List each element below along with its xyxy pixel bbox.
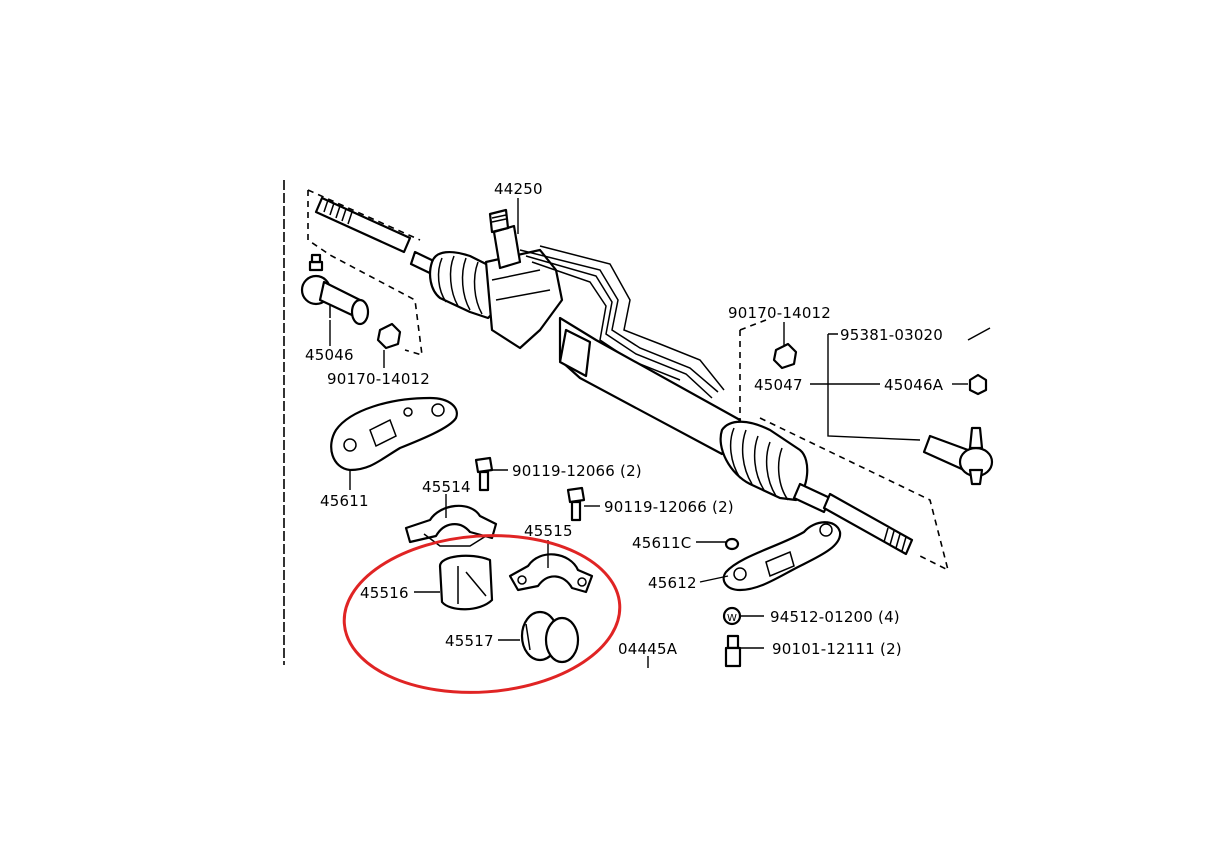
right-small-nut-part	[968, 373, 988, 396]
label-44250: 44250	[494, 180, 543, 198]
upper-bolt-a-part	[474, 456, 494, 492]
label-04445A: 04445A	[618, 640, 678, 658]
steering-rack-body	[409, 208, 914, 556]
label-45046A: 45046A	[884, 376, 944, 394]
left-nut-part	[376, 322, 402, 350]
right-leader-bracket	[827, 333, 921, 441]
left-tie-rod-dashed-box	[307, 190, 423, 357]
label-95381-03020: 95381-03020	[840, 326, 943, 344]
label-45046: 45046	[305, 346, 354, 364]
label-45611C: 45611C	[632, 534, 691, 552]
right-nut-part	[772, 342, 798, 370]
leader-lines	[329, 198, 968, 668]
lower-clamp-part	[508, 553, 594, 594]
right-tie-rod-end-part	[922, 426, 994, 486]
label-90119-12066-b: 90119-12066 (2)	[604, 498, 734, 516]
label-90119-12066-a: 90119-12066 (2)	[512, 462, 642, 480]
left-tie-rod-end-part	[300, 253, 370, 326]
highlight-ellipse	[342, 534, 622, 694]
lower-bolt-part	[724, 634, 742, 668]
left-bracket-part	[330, 396, 458, 472]
washer-part: W	[722, 606, 742, 626]
label-45515: 45515	[524, 522, 573, 540]
right-tie-rod-dashed-box	[739, 330, 950, 572]
label-45517: 45517	[445, 632, 494, 650]
label-45611: 45611	[320, 492, 369, 510]
upper-clamp-part	[404, 504, 498, 547]
right-tie-rod-dashed-top	[739, 319, 767, 331]
svg-text:W: W	[727, 613, 737, 624]
label-90170-14012-left: 90170-14012	[327, 370, 430, 388]
bushing-45516-part	[438, 554, 494, 611]
label-94512-01200: 94512-01200 (4)	[770, 608, 900, 626]
label-45047: 45047	[754, 376, 803, 394]
left-tie-rod-dashed-box-top	[307, 189, 421, 241]
label-45514: 45514	[422, 478, 471, 496]
label-90101-12111: 90101-12111 (2)	[772, 640, 902, 658]
right-bracket-part	[722, 521, 842, 592]
label-45612: 45612	[648, 574, 697, 592]
bushing-45517-part	[520, 610, 580, 664]
label-90170-14012-right: 90170-14012	[728, 304, 831, 322]
left-inner-tie-rod	[314, 196, 412, 254]
cotter-pin-part	[967, 327, 991, 341]
label-45516: 45516	[360, 584, 409, 602]
upper-bolt-b-part	[566, 486, 586, 522]
clip-part	[724, 537, 740, 551]
